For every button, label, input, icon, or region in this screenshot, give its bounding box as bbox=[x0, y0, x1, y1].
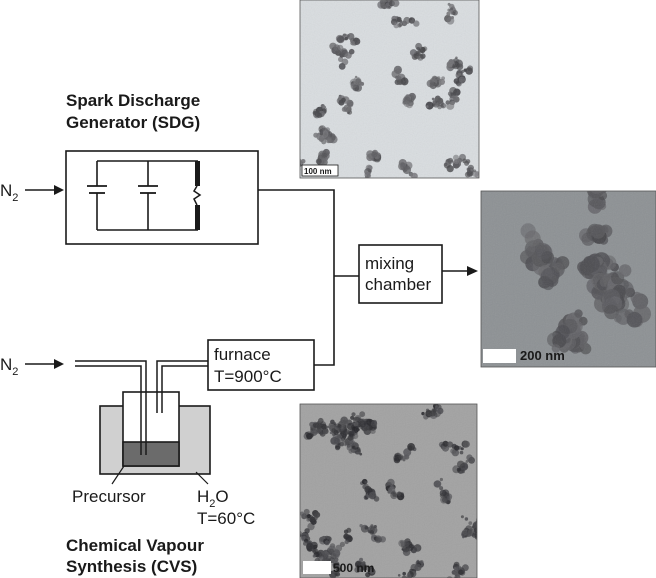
tem-speckle bbox=[366, 184, 373, 191]
tem-speckle bbox=[291, 164, 297, 170]
tem-speckle bbox=[586, 174, 601, 189]
precursor-label: Precursor bbox=[72, 487, 146, 506]
tem-speckle bbox=[595, 173, 606, 184]
tem-speckle bbox=[594, 176, 604, 186]
scale-label-100nm: 100 nm bbox=[304, 167, 332, 176]
precursor-liquid bbox=[122, 441, 180, 467]
tem-speckle bbox=[485, 534, 489, 538]
tem-speckle bbox=[290, 172, 295, 177]
tem-speckle bbox=[300, 164, 301, 169]
tem-speckle bbox=[290, 170, 295, 175]
water-label: H2O bbox=[197, 487, 229, 510]
tem-speckle bbox=[477, 526, 482, 531]
tem-speckle bbox=[481, 535, 485, 539]
tem-speckle bbox=[480, 525, 486, 531]
tem-speckle bbox=[587, 179, 599, 191]
tem-speckle bbox=[363, 180, 370, 187]
tem-speckle bbox=[369, 183, 377, 191]
tem-speckle bbox=[479, 540, 483, 544]
tem-speckle bbox=[478, 540, 483, 545]
tem-speckle bbox=[479, 531, 483, 535]
tem-speckle bbox=[478, 523, 482, 527]
tem-speckle bbox=[292, 159, 300, 167]
mixing-label-line2: chamber bbox=[365, 275, 431, 294]
tem-speckle bbox=[486, 517, 492, 523]
tem-speckle bbox=[479, 529, 485, 535]
tem-speckle bbox=[480, 537, 487, 544]
spark-gap-electrodes-icon bbox=[192, 161, 202, 230]
scale-bar-100nm: 100 nm bbox=[301, 164, 339, 177]
sdg-title-line1: Spark Discharge bbox=[66, 91, 200, 110]
water-temperature-label: T=60°C bbox=[197, 509, 255, 528]
tem-speckle bbox=[590, 176, 603, 189]
tem-micrograph-sdg bbox=[288, 0, 479, 191]
tem-speckle bbox=[482, 518, 487, 523]
tem-speckle bbox=[482, 536, 489, 543]
furnace-label-line1: furnace bbox=[214, 345, 271, 364]
tem-speckle bbox=[594, 191, 600, 192]
scale-bar-200nm: 200 nm bbox=[483, 348, 565, 363]
tem-speckle bbox=[482, 522, 486, 526]
tem-speckle bbox=[476, 526, 477, 529]
mixing-chamber-box: mixing chamber bbox=[358, 244, 443, 304]
tem-speckle bbox=[482, 534, 487, 539]
capacitor-icon bbox=[138, 185, 158, 194]
tem-speckle bbox=[363, 182, 371, 190]
capacitor-icon bbox=[87, 185, 107, 194]
arrow-icon bbox=[25, 185, 64, 195]
scale-label-200nm: 200 nm bbox=[520, 348, 565, 363]
tem-speckle bbox=[290, 169, 293, 172]
tem-speckle bbox=[478, 522, 483, 527]
scale-label-500nm: 500 nm bbox=[333, 561, 374, 575]
tem-speckle bbox=[479, 522, 484, 527]
tem-speckle bbox=[478, 535, 482, 539]
tem-speckle bbox=[296, 515, 299, 518]
arrow-icon bbox=[442, 266, 478, 276]
furnace-label-line2: T=900°C bbox=[214, 367, 282, 386]
tem-speckle bbox=[477, 525, 483, 531]
nitrogen-label-1: N2 bbox=[0, 181, 18, 204]
tem-speckle bbox=[368, 185, 373, 190]
sdg-generator-box bbox=[65, 150, 259, 245]
tem-speckle bbox=[288, 171, 293, 176]
tem-speckle bbox=[288, 167, 296, 175]
tem-speckle bbox=[435, 401, 438, 404]
arrow-icon bbox=[25, 359, 64, 369]
pipe-lines bbox=[258, 189, 359, 366]
nitrogen-label-2: N2 bbox=[0, 355, 18, 378]
cvs-bubbler-vessel bbox=[75, 360, 211, 485]
tem-speckle bbox=[477, 523, 481, 527]
furnace-box: furnace T=900°C bbox=[207, 339, 315, 391]
scale-bar-500nm: 500 nm bbox=[303, 561, 374, 575]
tem-speckle bbox=[480, 518, 485, 523]
cvs-title-line2: Synthesis (CVS) bbox=[66, 557, 197, 576]
tem-speckle bbox=[367, 182, 372, 187]
tem-speckle bbox=[293, 528, 299, 534]
tem-speckle bbox=[476, 521, 477, 523]
tem-micrograph-mixed bbox=[481, 173, 656, 367]
tem-speckle bbox=[478, 536, 481, 539]
mixing-label-line1: mixing bbox=[365, 254, 414, 273]
sdg-title-line2: Generator (SDG) bbox=[66, 113, 200, 132]
tem-speckle bbox=[478, 527, 482, 531]
cvs-title-line1: Chemical Vapour bbox=[66, 536, 204, 555]
tem-speckle bbox=[367, 178, 371, 182]
tem-micrograph-cvs bbox=[293, 401, 492, 578]
